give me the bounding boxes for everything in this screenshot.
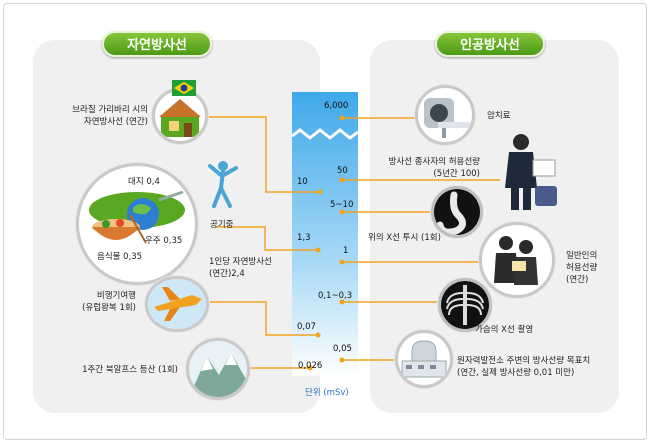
food-bowl-icon [92, 214, 147, 244]
stomach-icon [434, 189, 480, 235]
line-brazil [205, 116, 320, 193]
nuclear-plant-icon [401, 340, 447, 378]
public-circle [479, 222, 555, 298]
mountain-icon [189, 341, 247, 397]
stomach-xray-circle [431, 186, 483, 238]
mountain-circle [186, 338, 250, 400]
chest-xray-circle [438, 278, 492, 332]
scale-value-0-07: 0,07 [297, 322, 316, 332]
chest-xray-icon [441, 281, 489, 329]
brazil-flag-icon [172, 80, 196, 96]
scale-value-10: 10 [297, 177, 308, 187]
artificial-radiation-heading: 인공방사선 [435, 31, 545, 57]
people-icon [494, 236, 538, 285]
breathing-person-icon [208, 161, 238, 208]
scale-value-5-10: 5~10 [330, 200, 354, 210]
house-icon [159, 99, 201, 137]
globe-icon [89, 190, 185, 230]
label-stomach: 위의 X선 투시 (1회) [368, 233, 441, 243]
scale-unit: 단위 (mSv) [305, 388, 349, 398]
line-per-person [215, 226, 318, 251]
label-public: 일반인의 허용선량 (연간) [566, 251, 598, 285]
radiation-worker-icon [505, 134, 557, 210]
label-flight: 비행기여행 (유럽왕복 1회) [82, 291, 136, 313]
airplane-icon [148, 279, 206, 329]
scale-value-0-026: 0,026 [298, 361, 323, 371]
label-air: 공기중 [210, 220, 234, 230]
scale-value-1-3: 1,3 [297, 233, 311, 243]
nuclear-plant-circle [395, 330, 453, 388]
brazil-house-circle [152, 88, 208, 144]
line-flight [210, 301, 318, 336]
label-alps: 1주간 북알프스 등산 (1회) [82, 365, 178, 375]
mri-scanner-icon [424, 98, 470, 138]
label-food: 음식물 0,35 [97, 252, 143, 262]
scale-value-6000: 6,000 [324, 101, 349, 111]
label-earth: 대지 0,4 [128, 177, 160, 187]
label-plant: 원자력발전소 주변의 방사선량 목표치 (연간, 실제 방사선량 0,01 미만… [457, 356, 591, 378]
airplane-circle [145, 276, 209, 332]
label-brazil: 브라질 가리바리 시의 자연방사선 (연간) [72, 105, 148, 127]
label-per-person: 1인당 자연방사선 (연간)2,4 [209, 257, 272, 279]
label-chest: 가슴의 X선 촬영 [475, 325, 534, 335]
scale-value-50: 50 [337, 166, 348, 176]
mri-circle [415, 85, 475, 145]
scale-value-0-05: 0,05 [333, 344, 352, 354]
natural-radiation-heading: 자연방사선 [102, 31, 212, 57]
label-cancer: 암치료 [487, 111, 511, 121]
label-worker: 방사선 종사자의 허용선량 (5년간 100) [388, 157, 480, 179]
dose-scale-bar [292, 92, 358, 376]
scale-value-0-1-0-3: 0,1~0,3 [318, 291, 353, 301]
label-space: 우주 0,35 [145, 236, 183, 246]
scale-value-1: 1 [343, 246, 349, 256]
